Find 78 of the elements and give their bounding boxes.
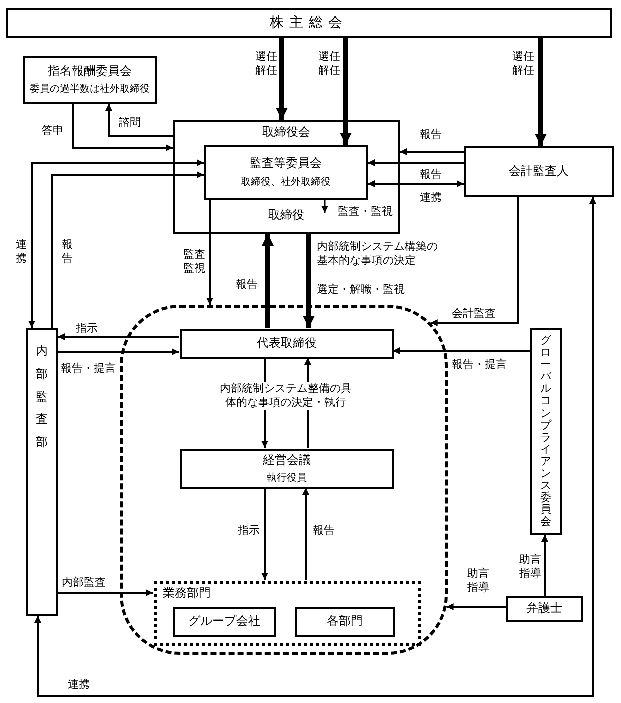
edge-label: 報告 — [420, 128, 442, 142]
node-title: 株主総会 — [270, 14, 348, 32]
edge-label: 連携 — [16, 238, 27, 266]
process-box — [464, 146, 614, 197]
edge-label: 報告・提言 — [452, 358, 507, 372]
process-box — [180, 449, 394, 489]
edge-label: 報告 — [62, 238, 73, 266]
node-title: 監査等委員会 — [250, 156, 322, 172]
edge-label: 連携 — [420, 191, 442, 205]
process-box — [6, 8, 612, 38]
edge-label: 諮問 — [119, 116, 141, 130]
vertical-box — [530, 328, 562, 535]
process-box — [506, 596, 583, 622]
node-subtitle: 取締役 — [268, 208, 304, 224]
arrow — [302, 488, 310, 580]
edge-label: 選任解任 — [255, 50, 278, 78]
arrow — [72, 104, 173, 152]
arrow — [276, 38, 288, 120]
arrow — [340, 38, 352, 145]
arrow — [58, 590, 153, 596]
node-title: 指名報酬委員会 — [48, 64, 132, 80]
process-box — [295, 607, 395, 637]
node-title: 会計監査人 — [509, 164, 569, 180]
arrow — [393, 348, 530, 354]
process-box — [173, 120, 400, 234]
edge-label: 選任解任 — [512, 50, 535, 78]
edge-label: 報告 — [236, 278, 258, 292]
node-subtitle: 委員の過半数は社外取締役 — [30, 83, 150, 96]
edge-label: 連携 — [68, 678, 90, 692]
arrow — [303, 234, 315, 328]
arrow — [430, 197, 519, 326]
arrow — [58, 348, 179, 356]
edge-label: 選任解任 — [318, 50, 341, 78]
dotted-group-box — [154, 581, 421, 646]
arrow — [446, 604, 506, 610]
edge-label: 報告・提言 — [61, 362, 116, 376]
process-box — [180, 329, 394, 359]
edge-label: 会計監査 — [452, 307, 496, 321]
arrow — [400, 148, 464, 156]
node-subtitle: 執行役員 — [267, 472, 307, 486]
edge-label: 監査監視 — [183, 248, 206, 276]
process-box — [23, 56, 157, 104]
arrow — [206, 200, 214, 305]
arrow — [262, 488, 268, 580]
edge-label: 助言指導 — [467, 567, 490, 594]
arrow — [51, 172, 204, 328]
arrow — [368, 180, 464, 188]
node-title: 代表取締役 — [257, 336, 317, 352]
arrow — [262, 234, 274, 328]
edge-label: 報告 — [313, 524, 335, 538]
edge-label: 報告 — [420, 168, 442, 182]
node-title: 経営会議 — [263, 452, 311, 468]
arrow — [535, 38, 547, 146]
edge-label: 答申 — [42, 124, 64, 138]
node-title: 内部監査部 — [36, 343, 48, 452]
node-title: グローバルコンプライアンス委員会 — [540, 335, 552, 528]
node-title: グループ会社 — [188, 614, 260, 630]
edge-label: 指示 — [238, 524, 260, 538]
node-title: 弁護士 — [526, 601, 562, 617]
arrow — [368, 160, 464, 166]
note-label: 監査・監視 — [338, 205, 393, 219]
node-title: 各部門 — [327, 614, 363, 630]
edge-label: 内部監査 — [62, 576, 106, 590]
process-box — [173, 607, 276, 637]
arrow — [34, 197, 596, 697]
edge-label: 内部統制システム整備の具体的な事項の決定・執行 — [218, 382, 354, 410]
process-box — [204, 145, 368, 200]
edge-label: 指示 — [76, 322, 98, 336]
arrow — [28, 160, 204, 328]
arrow — [542, 535, 548, 596]
node-title: 業務部門 — [163, 586, 211, 602]
node-title: 取締役会 — [262, 125, 310, 141]
note-label: 選定・解職・監視 — [317, 283, 405, 297]
arrow — [58, 334, 179, 340]
edge-label: 助言指導 — [519, 553, 542, 580]
node-subtitle: 取締役、社外取締役 — [241, 176, 331, 189]
arrow — [106, 104, 173, 137]
vertical-box — [26, 328, 58, 616]
